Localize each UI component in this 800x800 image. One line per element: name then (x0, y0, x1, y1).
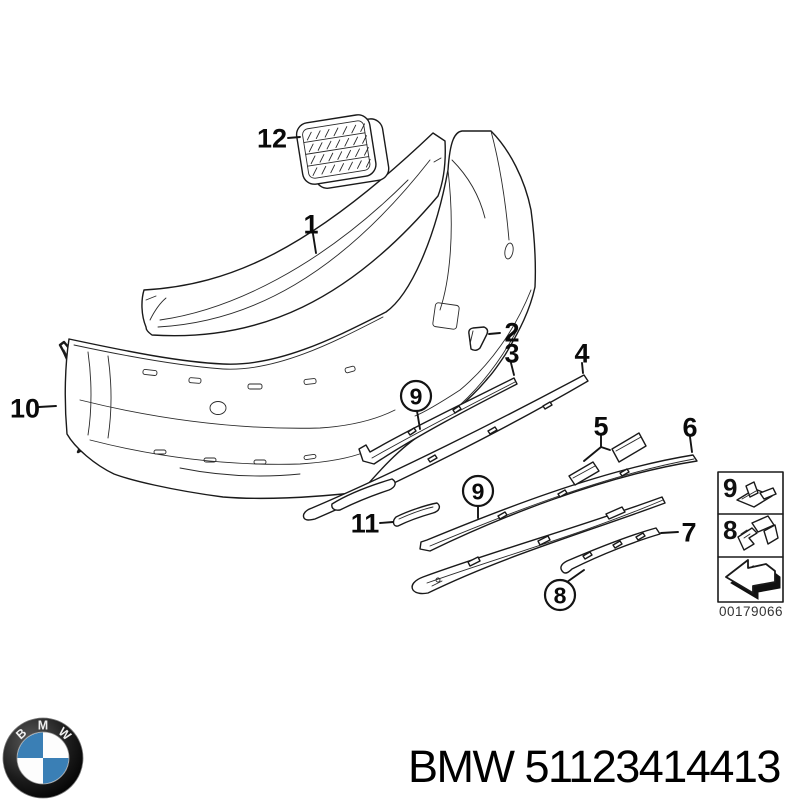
bmw-roundel-logo: B M W (2, 716, 86, 800)
tow-cap-2 (468, 326, 489, 351)
part-number-text: BMW 51123414413 (408, 741, 781, 792)
svg-text:2: 2 (504, 318, 519, 348)
callout-12: 12 (257, 124, 301, 154)
callout-8: 8 (543, 569, 585, 612)
callout-3: 3 (504, 339, 520, 376)
svg-text:6: 6 (682, 413, 697, 443)
trim-strip-4 (302, 374, 589, 521)
svg-text:8: 8 (554, 582, 567, 608)
legend-label-9: 9 (723, 473, 737, 503)
svg-text:4: 4 (574, 339, 589, 369)
svg-text:11: 11 (351, 509, 380, 539)
reflector-11 (392, 502, 441, 527)
svg-text:1: 1 (303, 210, 318, 240)
callout-10: 10 (10, 394, 57, 424)
callout-7: 7 (660, 518, 697, 548)
vent-grille-12 (295, 114, 390, 189)
legend-label-8: 8 (723, 515, 737, 545)
expanding-clip-icon (737, 515, 779, 551)
legend-code: 00179066 (719, 604, 783, 619)
svg-text:12: 12 (257, 124, 287, 154)
callout-9: 9 (461, 474, 495, 519)
bumper-slot-details (142, 365, 356, 465)
svg-text:7: 7 (681, 518, 696, 548)
svg-text:5: 5 (593, 412, 608, 442)
callout-2: 2 (488, 318, 520, 348)
callout-6: 6 (682, 413, 698, 453)
callout-4: 4 (574, 339, 590, 374)
logo-letter-m: M (38, 719, 48, 733)
upper-trim-panel-1 (141, 132, 446, 337)
clip-legend: 9 8 00179066 (717, 471, 784, 619)
clip-nut-icon (736, 481, 777, 508)
adhesive-pads-5 (568, 432, 647, 486)
direction-arrow-icon (725, 559, 781, 600)
impact-strip-3 (358, 377, 518, 465)
callout-1: 1 (303, 210, 319, 254)
svg-text:3: 3 (504, 339, 519, 369)
trim-strip-6 (419, 454, 698, 552)
svg-text:9: 9 (472, 478, 485, 504)
callout-5: 5 (583, 412, 611, 462)
trim-strip-7 (560, 527, 661, 574)
callout-11: 11 (351, 509, 394, 539)
svg-text:10: 10 (10, 394, 40, 424)
svg-text:9: 9 (410, 383, 423, 409)
callout-9: 9 (399, 379, 433, 430)
lower-trim-strip (411, 496, 666, 595)
